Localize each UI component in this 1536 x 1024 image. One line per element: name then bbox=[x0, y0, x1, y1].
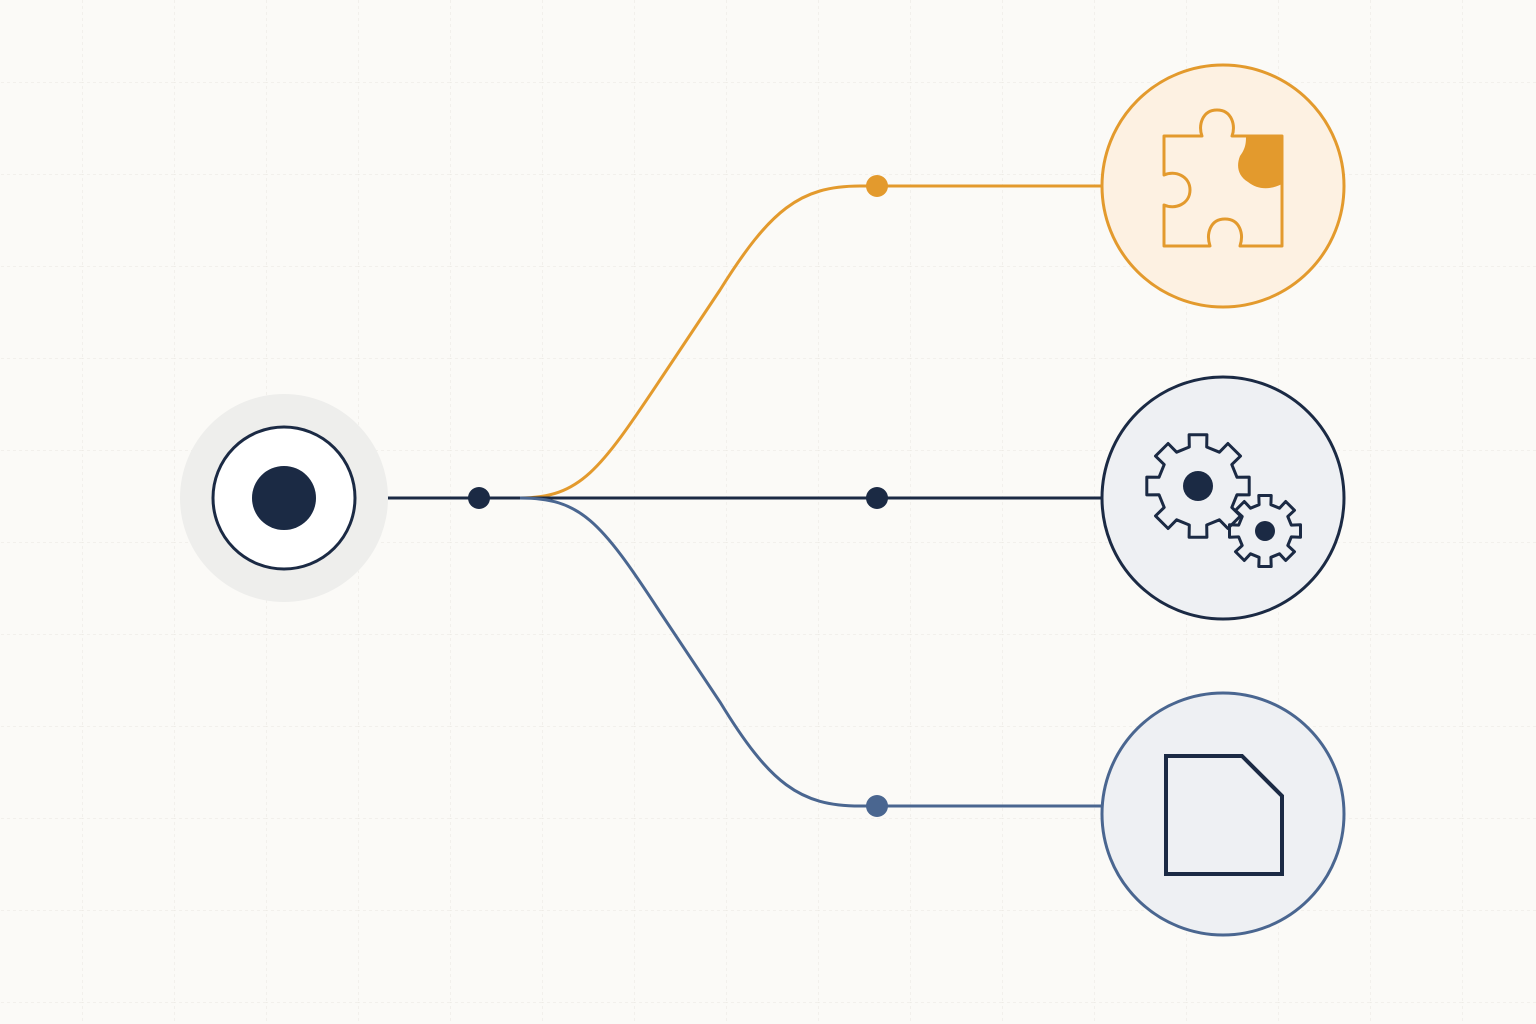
plugin-node-circle bbox=[1100, 63, 1346, 309]
plugin-junction-dot bbox=[866, 175, 888, 197]
puzzle-piece-icon bbox=[1162, 108, 1284, 248]
document-junction-dot bbox=[866, 795, 888, 817]
branch-plugin-line bbox=[519, 184, 1102, 500]
hub-dot bbox=[468, 487, 490, 509]
process-junction-dot bbox=[866, 487, 888, 509]
document-node-circle bbox=[1100, 691, 1346, 937]
plugin-node[interactable] bbox=[1100, 63, 1346, 309]
process-node-circle bbox=[1100, 375, 1346, 621]
document-node[interactable] bbox=[1100, 691, 1346, 937]
document-folded-corner-icon bbox=[1164, 754, 1284, 876]
small-gear-icon bbox=[1228, 494, 1302, 568]
small-gear-hub bbox=[1255, 521, 1275, 541]
large-gear-icon bbox=[1145, 433, 1251, 539]
record-dot-icon bbox=[252, 466, 316, 530]
process-node[interactable] bbox=[1100, 375, 1346, 621]
junction-dots bbox=[468, 175, 888, 817]
large-gear-hub bbox=[1183, 471, 1213, 501]
gears-icon bbox=[1145, 433, 1302, 568]
branch-document-line bbox=[519, 496, 1102, 808]
source-node[interactable] bbox=[180, 394, 388, 602]
connectors bbox=[356, 184, 1102, 808]
